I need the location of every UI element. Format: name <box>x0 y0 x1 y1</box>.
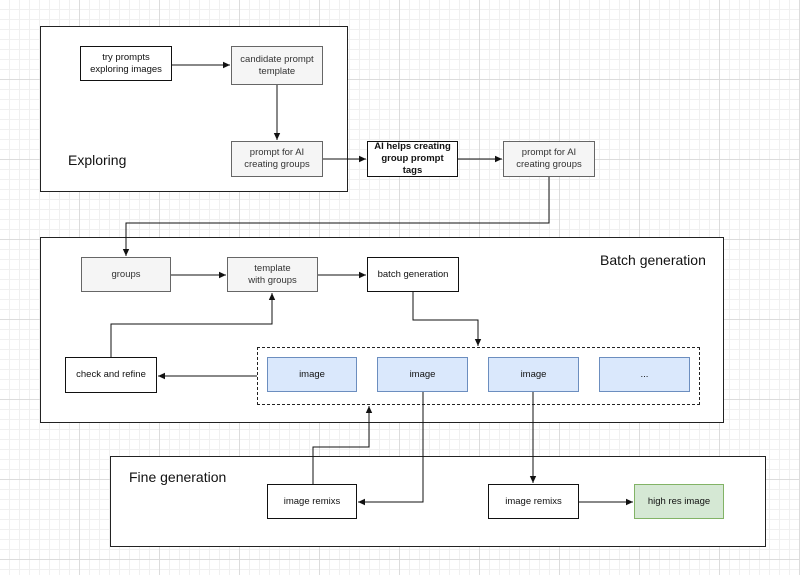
image-node-more[interactable]: ... <box>599 357 690 392</box>
prompt-ai-groups-node-1[interactable]: prompt for AI creating groups <box>231 141 323 177</box>
check-and-refine-node[interactable]: check and refine <box>65 357 157 393</box>
exploring-label: Exploring <box>68 152 127 168</box>
batch-generation-label: Batch generation <box>600 252 706 268</box>
image-remix-node-2[interactable]: image remixs <box>488 484 579 519</box>
image-node-1[interactable]: image <box>267 357 357 392</box>
image-node-3[interactable]: image <box>488 357 579 392</box>
fine-generation-label: Fine generation <box>129 469 227 485</box>
image-node-2[interactable]: image <box>377 357 468 392</box>
try-prompts-node[interactable]: try prompts exploring images <box>80 46 172 81</box>
prompt-ai-groups-node-2[interactable]: prompt for AI creating groups <box>503 141 595 177</box>
ai-helps-node[interactable]: AI helps creating group prompt tags <box>367 141 458 177</box>
high-res-image-node[interactable]: high res image <box>634 484 724 519</box>
candidate-template-node[interactable]: candidate prompt template <box>231 46 323 85</box>
batch-generation-node[interactable]: batch generation <box>367 257 459 292</box>
template-with-groups-node[interactable]: template with groups <box>227 257 318 292</box>
image-batch-group <box>257 347 700 405</box>
groups-node[interactable]: groups <box>81 257 171 292</box>
image-remix-node-1[interactable]: image remixs <box>267 484 357 519</box>
